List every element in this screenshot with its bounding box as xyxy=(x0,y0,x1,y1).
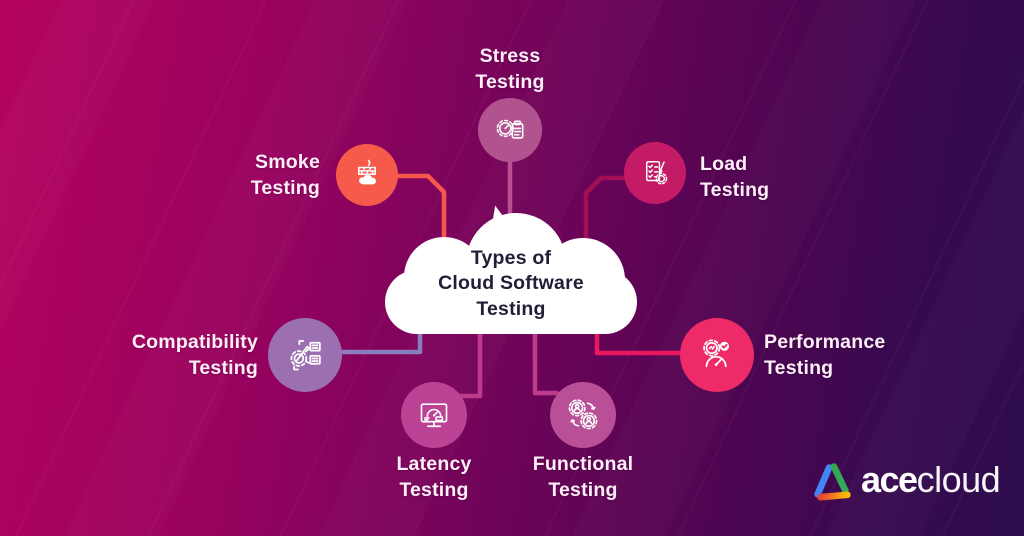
speedometer-check-icon xyxy=(703,339,729,368)
checklist-gear-icon xyxy=(646,161,668,185)
load-label: Load Testing xyxy=(700,152,870,203)
brand-logo: acecloud xyxy=(808,458,1001,502)
cloud-base xyxy=(385,270,637,334)
functional-label-line1: Functional xyxy=(532,453,634,475)
gear-pencil-docs-icon xyxy=(290,340,321,371)
connector-smoke xyxy=(393,173,447,249)
performance-label-line1: Performance xyxy=(764,331,886,353)
monitor-gauge-icon xyxy=(420,403,448,428)
gauge-clipboard-icon xyxy=(496,119,524,139)
smoke-label: Smoke Testing xyxy=(140,150,320,201)
load-node-circle xyxy=(624,142,686,204)
brand-wordmark-light: cloud xyxy=(916,459,1001,500)
stress-node-circle xyxy=(478,98,542,162)
connector-functional xyxy=(532,321,560,396)
functional-label-line2: Testing xyxy=(548,478,618,501)
latency-node-circle xyxy=(401,382,467,448)
latency-label-line2: Testing xyxy=(399,478,469,501)
smoke-label-line2: Testing xyxy=(250,176,320,199)
compatibility-label-line1: Compatibility xyxy=(131,331,258,353)
cloud-spike xyxy=(486,203,517,238)
latency-label-line1: Latency xyxy=(396,453,472,475)
connector-latency xyxy=(453,321,483,399)
connector-load xyxy=(583,175,628,249)
diagram-title: Types of Cloud Software Testing xyxy=(385,246,637,322)
functional-label: Functional Testing xyxy=(493,452,673,503)
performance-node-circle xyxy=(680,318,754,392)
brand-wordmark-bold: ace xyxy=(861,459,918,500)
triangle-swoosh-logo-icon xyxy=(814,463,851,501)
compatibility-label-line2: Testing xyxy=(188,356,258,379)
stress-label-line2: Testing xyxy=(475,70,545,93)
performance-label-line2: Testing xyxy=(764,356,834,379)
chimney-smoke-icon xyxy=(358,159,376,185)
stress-label-line1: Stress xyxy=(479,45,541,67)
smoke-label-line1: Smoke xyxy=(255,151,320,173)
functional-node-circle xyxy=(550,382,616,448)
latency-label: Latency Testing xyxy=(344,452,524,503)
load-label-line2: Testing xyxy=(700,178,770,201)
gears-users-icon xyxy=(568,399,598,430)
load-label-line1: Load xyxy=(700,153,748,175)
compatibility-node-circle xyxy=(268,318,342,392)
title-line-2: Cloud Software xyxy=(438,272,584,295)
title-line-3: Testing xyxy=(476,297,546,320)
smoke-node-circle xyxy=(336,144,398,206)
brand-wordmark: acecloud xyxy=(861,459,1001,500)
title-line-1: Types of xyxy=(470,247,552,269)
compatibility-label: Compatibility Testing xyxy=(58,330,258,381)
performance-label: Performance Testing xyxy=(764,330,984,381)
stress-label: Stress Testing xyxy=(420,44,600,95)
